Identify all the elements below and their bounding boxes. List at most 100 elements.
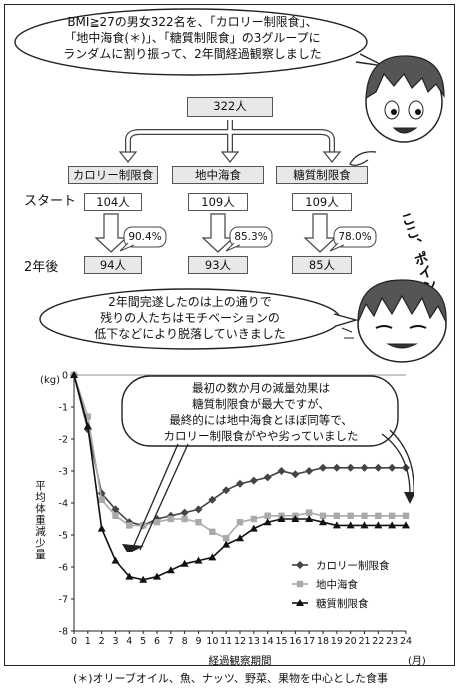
data-point-triangle bbox=[402, 521, 410, 529]
data-point-diamond bbox=[346, 463, 355, 472]
x-axis-label: 経過観察期間 bbox=[209, 654, 272, 665]
x-tick-label: 6 bbox=[154, 636, 160, 647]
pct-bubble-mediterranean bbox=[226, 226, 273, 252]
dropout-text: 2年間完遂したのは上の通りで 残りの人たちはモチベーションの 低下などにより脱落… bbox=[40, 294, 340, 342]
x-tick-label: 8 bbox=[182, 636, 188, 647]
x-tick-label: 2 bbox=[99, 636, 105, 647]
callout-line: 最初の数か月の減量効果は bbox=[192, 381, 330, 395]
x-tick-label: 11 bbox=[220, 636, 232, 647]
data-point-square bbox=[250, 515, 258, 523]
end-count-mediterranean: 93人 bbox=[188, 256, 248, 274]
data-point-triangle bbox=[291, 515, 300, 522]
y-tick-label: -7 bbox=[59, 595, 68, 606]
data-point-triangle bbox=[139, 575, 148, 583]
after-two-years-label: 2年後 bbox=[24, 260, 59, 275]
data-point-square bbox=[222, 535, 230, 542]
group-mediterranean-label: 地中海食 bbox=[172, 166, 264, 184]
data-point-square bbox=[361, 512, 368, 519]
data-point-square bbox=[98, 496, 105, 503]
footnote: (＊)オリーブオイル、魚、ナッツ、野菜、果物を中心とした食事 bbox=[72, 672, 389, 685]
callout-line: 最終的には地中海食とほぼ同等で、 bbox=[169, 413, 353, 427]
data-point-square bbox=[347, 512, 354, 519]
x-tick-label: 4 bbox=[126, 636, 132, 647]
data-point-triangle bbox=[263, 518, 272, 526]
x-tick-label: 15 bbox=[275, 636, 287, 647]
y-tick-label: -1 bbox=[59, 403, 68, 414]
retention-pct-calorie: 90.4% bbox=[128, 231, 162, 243]
start-count-calorie: 104人 bbox=[84, 193, 142, 211]
data-point-triangle bbox=[83, 422, 92, 430]
x-tick-label: 16 bbox=[289, 636, 301, 647]
data-point-triangle bbox=[111, 556, 120, 564]
x-tick-label: 5 bbox=[140, 636, 146, 647]
panel-frame bbox=[4, 4, 455, 666]
data-point-square bbox=[195, 519, 202, 526]
data-point-triangle bbox=[346, 521, 355, 529]
data-point-triangle bbox=[249, 524, 258, 532]
legend-label: 地中海食 bbox=[316, 578, 358, 591]
x-unit-label: (月) bbox=[408, 655, 426, 665]
callout-line: 糖質制限食が最大ですが、 bbox=[192, 397, 330, 411]
data-point-diamond bbox=[374, 463, 383, 472]
intro-line: BMI≧27の男女322名を、「カロリー制限食」、 bbox=[67, 15, 318, 29]
data-point-square bbox=[112, 512, 119, 519]
legend-marker-square bbox=[296, 580, 304, 588]
data-point-square bbox=[402, 512, 410, 519]
x-tick-label: 13 bbox=[248, 636, 260, 647]
data-point-triangle bbox=[125, 572, 134, 580]
group-calorie-label: カロリー制限食 bbox=[68, 166, 158, 184]
data-point-square bbox=[388, 512, 396, 519]
data-point-diamond bbox=[111, 505, 120, 514]
y-axis-label: 平均体重減少量 bbox=[34, 480, 46, 561]
legend-marker-diamond bbox=[296, 561, 304, 569]
start-label: スタート bbox=[24, 194, 77, 209]
data-point-square bbox=[236, 519, 244, 526]
y-tick-label: -8 bbox=[59, 627, 68, 638]
data-point-square bbox=[209, 528, 216, 535]
x-tick-label: 7 bbox=[168, 636, 174, 647]
y-tick-label: -4 bbox=[59, 499, 68, 510]
callout-text: 最初の数か月の減量効果は 糖質制限食が最大ですが、 最終的には地中海食とほぼ同等… bbox=[126, 380, 396, 444]
legend-label: 糖質制限食 bbox=[316, 597, 369, 610]
y-tick-label: -6 bbox=[59, 563, 68, 574]
legend-label: カロリー制限食 bbox=[316, 559, 390, 572]
x-tick-label: 21 bbox=[358, 636, 370, 647]
data-point-triangle bbox=[319, 518, 327, 526]
data-point-triangle bbox=[388, 521, 397, 529]
data-point-diamond bbox=[319, 463, 327, 472]
end-count-calorie: 94人 bbox=[84, 256, 142, 274]
data-point-square bbox=[333, 512, 341, 519]
data-point-diamond bbox=[249, 476, 258, 485]
end-count-low-carb: 85人 bbox=[292, 256, 352, 274]
data-point-square bbox=[264, 512, 271, 519]
data-point-diamond bbox=[360, 463, 369, 472]
retention-pct-low-carb: 78.0% bbox=[338, 231, 372, 243]
x-tick-label: 24 bbox=[400, 636, 412, 647]
data-point-square bbox=[153, 519, 161, 526]
data-point-diamond bbox=[236, 479, 244, 488]
boy-character-illustration bbox=[349, 55, 445, 166]
data-point-triangle bbox=[222, 540, 231, 548]
data-point-triangle bbox=[153, 572, 161, 580]
intro-line: ランダムに割り振って、2年間経過観察しました bbox=[63, 47, 322, 61]
callout-bubble bbox=[121, 375, 414, 552]
x-tick-label: 22 bbox=[372, 636, 384, 647]
y-tick-label: 0 bbox=[62, 371, 68, 382]
data-point-diamond bbox=[263, 473, 272, 482]
data-point-diamond bbox=[332, 463, 341, 472]
data-point-triangle bbox=[97, 524, 106, 532]
data-point-square bbox=[181, 515, 188, 523]
x-tick-label: 0 bbox=[71, 636, 77, 647]
boy-character-illustration-2 bbox=[341, 279, 447, 363]
y-unit-label: (kg) bbox=[40, 375, 60, 386]
data-point-diamond bbox=[180, 508, 189, 517]
y-tick-label: -2 bbox=[59, 435, 68, 446]
start-count-mediterranean: 109人 bbox=[188, 193, 248, 211]
data-point-square bbox=[84, 413, 92, 420]
total-participants-box: 322人 bbox=[187, 97, 273, 117]
dropout-line: 2年間完遂したのは上の通りで bbox=[108, 295, 272, 309]
x-tick-label: 17 bbox=[303, 636, 315, 647]
data-point-triangle bbox=[208, 553, 217, 561]
data-point-square bbox=[126, 522, 133, 529]
